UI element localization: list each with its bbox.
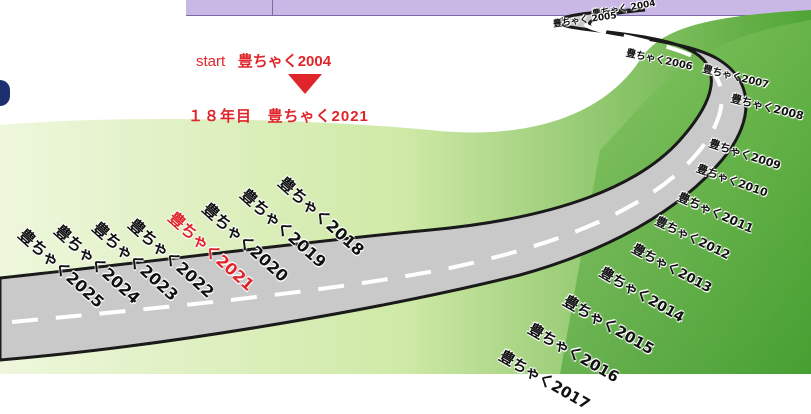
caption-start: start 豊ちゃく2004 [196,50,331,71]
down-arrow-icon [288,74,322,94]
caption-year: １８年目 豊ちゃく2021 [188,105,369,126]
header-divider [272,0,273,16]
road-dashes [11,22,724,324]
caption-start-prefix: start [196,53,226,70]
caption-year-name: 豊ちゃく2021 [267,108,369,125]
edge-marker [0,80,10,106]
caption-year-prefix: １８年目 [188,108,253,125]
header-strip [186,0,811,16]
caption-start-name: 豊ちゃく2004 [237,53,332,70]
road-scene [0,8,811,374]
road [0,8,748,362]
